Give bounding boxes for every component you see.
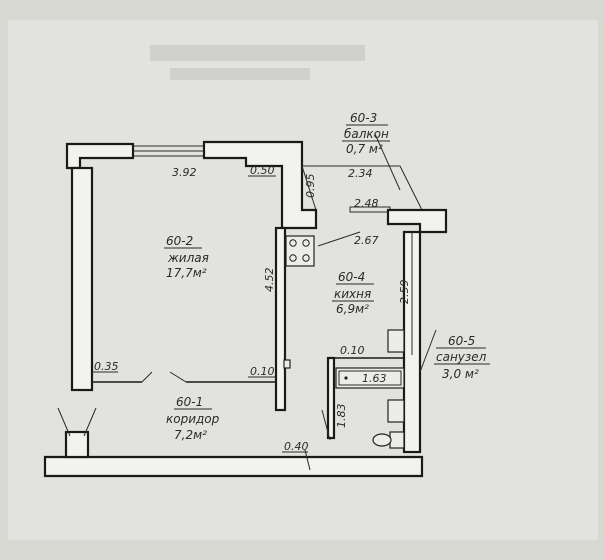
dim-0-50: 0.50 bbox=[250, 164, 275, 177]
dim-leader-267 bbox=[317, 231, 361, 247]
dim-2-34: 2.34 bbox=[348, 167, 373, 180]
kitchen-room-area: 6,9м² bbox=[336, 302, 369, 316]
bathroom-room-area: 3,0 м² bbox=[442, 367, 479, 381]
kitchen-room-name: кихня bbox=[334, 287, 371, 301]
kitchen-sink bbox=[387, 329, 405, 353]
dim-0-10-bath: 0.10 bbox=[340, 344, 365, 357]
bathroom-door-swing bbox=[321, 409, 331, 441]
dim-1-63: 1.63 bbox=[362, 372, 387, 385]
balcony-edge bbox=[301, 165, 317, 211]
wall-marker bbox=[283, 359, 291, 369]
dim-2-59: 2.59 bbox=[398, 280, 411, 305]
balcony-outline bbox=[302, 165, 423, 211]
door-swing-left bbox=[141, 371, 153, 383]
wall-top-left-pier bbox=[65, 142, 135, 170]
balcony-room-name: балкон bbox=[344, 127, 389, 141]
bathroom-leader bbox=[419, 329, 437, 373]
living-room-area: 17,7м² bbox=[166, 266, 207, 280]
wall-left-exterior bbox=[70, 166, 94, 392]
living-room-name: жилая bbox=[167, 251, 209, 265]
balcony-leader bbox=[374, 133, 401, 191]
bathroom-room-id: 60-5 bbox=[448, 334, 475, 348]
bathtub bbox=[335, 367, 405, 389]
dim-3-92: 3.92 bbox=[172, 166, 197, 179]
dim-0-10-corridor: 0.10 bbox=[250, 365, 275, 378]
entrance-stub bbox=[64, 430, 90, 459]
corridor-room-area: 7,2м² bbox=[174, 428, 207, 442]
dim-0-95: 0.95 bbox=[304, 174, 317, 199]
balcony-room-id: 60-3 bbox=[350, 111, 377, 125]
dim-0-35: 0.35 bbox=[94, 360, 119, 373]
dim-tick-040 bbox=[304, 449, 311, 471]
wall-bottom-exterior bbox=[43, 455, 424, 478]
corridor-room-id: 60-1 bbox=[176, 395, 203, 409]
balcony-room-area: 0,7 м² bbox=[346, 142, 383, 156]
dim-4-52: 4.52 bbox=[263, 268, 276, 293]
entrance-line-left bbox=[57, 407, 71, 437]
kitchen-room-id: 60-4 bbox=[338, 270, 365, 284]
wall-bathroom-left bbox=[326, 356, 336, 440]
toilet bbox=[372, 431, 405, 449]
paper-sheet bbox=[8, 20, 598, 540]
dim-2-67: 2.67 bbox=[354, 234, 379, 247]
bathroom-room-name: санузел bbox=[436, 350, 487, 364]
dim-1-83: 1.83 bbox=[335, 404, 348, 429]
dim-0-40: 0.40 bbox=[284, 440, 309, 453]
living-room-id: 60-2 bbox=[166, 234, 193, 248]
bathroom-washbasin bbox=[387, 399, 405, 423]
corridor-room-name: коридор bbox=[166, 412, 220, 426]
dim-2-48: 2.48 bbox=[354, 197, 379, 210]
door-swing-right bbox=[169, 371, 187, 383]
stove bbox=[285, 235, 315, 267]
faded-stamp bbox=[150, 45, 365, 80]
wall-living-kitchen bbox=[274, 226, 287, 412]
entrance-line-right bbox=[83, 407, 97, 437]
